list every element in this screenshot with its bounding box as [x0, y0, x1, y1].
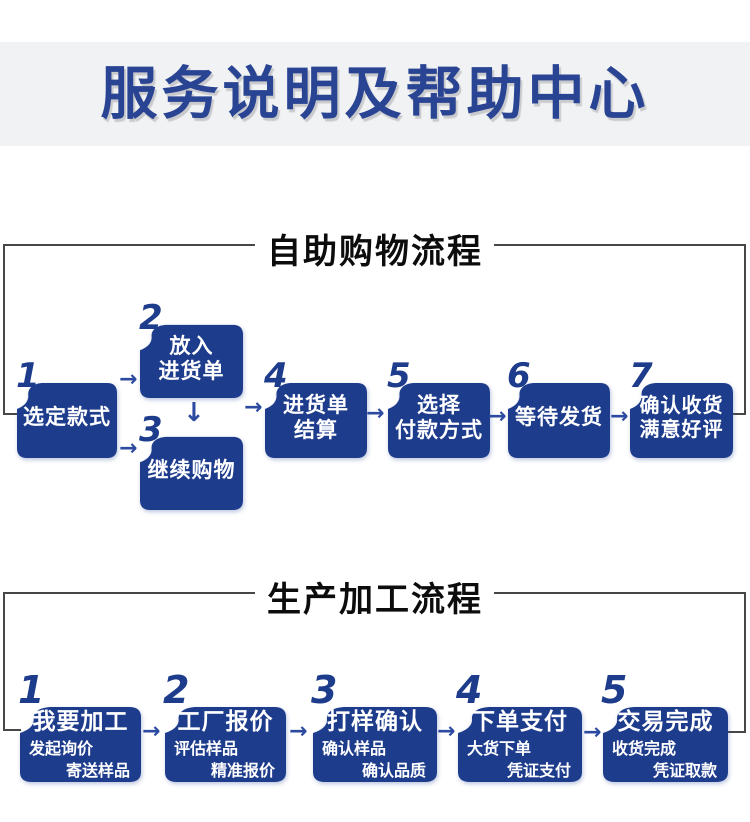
flow1-divider-line-left [3, 244, 255, 246]
step-subtext: 凭证支付 [506, 763, 571, 780]
flow2-section-title: 生产加工流程 [267, 581, 483, 619]
flow1-divider-line-right [494, 244, 746, 246]
flow2-bracket-connector-right [727, 731, 746, 733]
step-number: 4 [456, 668, 483, 712]
step-title: 交易完成 [617, 708, 714, 734]
folded-corner-box-shape [265, 383, 367, 458]
arrow-right-icon: → [244, 395, 263, 420]
step-label: 等待发货 [515, 406, 603, 430]
folded-corner-box-shape [140, 436, 243, 510]
step-number: 3 [139, 410, 163, 450]
folded-corner-box-shape [603, 707, 728, 782]
step-number: 2 [163, 668, 190, 712]
step-title: 下单支付 [472, 708, 568, 734]
step-subtext: 收货完成 [612, 741, 677, 758]
flow1-step-box-3: 3 继续购物 [139, 413, 243, 510]
flow1-step-box-6: 6 等待发货 [507, 359, 610, 458]
step-number: 2 [139, 298, 163, 338]
step-subtext: 评估样品 [174, 741, 239, 758]
page-title: 服务说明及帮助中心 [100, 62, 650, 126]
step-title: 打样确认 [327, 708, 423, 734]
step-label: 放入 [169, 334, 214, 358]
step-number: 4 [264, 356, 288, 396]
flow2-divider-line-right [494, 592, 746, 594]
arrow-right-icon: → [583, 720, 602, 745]
folded-corner-box-shape [508, 383, 610, 458]
arrow-down-icon: ↓ [183, 398, 205, 428]
arrow-right-icon: → [610, 404, 629, 429]
step-subtext: 发起询价 [29, 741, 94, 758]
step-number: 5 [601, 668, 628, 712]
folded-corner-box-shape [458, 707, 582, 782]
arrow-right-icon: → [366, 401, 385, 426]
flow2-step-box-1: 1 我要加工 发起询价 寄送样品 [18, 671, 141, 782]
flow2-bracket-connector-left [3, 729, 21, 731]
step-number: 5 [387, 356, 411, 396]
flow2-bracket-line-right [744, 592, 746, 733]
step-label: 继续购物 [147, 459, 236, 483]
folded-corner-box-shape [313, 707, 437, 782]
step-subtext: 确认品质 [361, 763, 426, 780]
flow1-step-box-5: 5 选择付款方式 [387, 359, 490, 458]
flow1-bracket-connector-right [731, 413, 746, 415]
step-subtext: 寄送样品 [65, 763, 130, 780]
step-label: 确认收货 [639, 395, 724, 417]
arrow-right-icon: → [437, 719, 456, 744]
flow1-step-box-1: 1 选定款式 [16, 359, 117, 458]
flow1-step-box-4: 4 进货单结算 [264, 359, 367, 458]
step-subtext: 确认样品 [322, 741, 387, 758]
arrow-right-icon: → [142, 719, 161, 744]
folded-corner-box-shape [17, 383, 117, 458]
folded-corner-box-shape [140, 324, 243, 398]
step-label: 选定款式 [23, 406, 111, 430]
flow2-bracket-line-left [3, 592, 5, 731]
arrow-right-icon: → [119, 367, 138, 392]
step-label: 结算 [294, 419, 338, 442]
step-title: 工厂报价 [177, 708, 274, 734]
step-subtext: 大货下单 [467, 741, 532, 758]
step-label: 进货单 [283, 393, 349, 417]
step-label: 满意好评 [639, 419, 724, 441]
flow2-step-box-5: 5 交易完成 收货完成 凭证取款 [601, 671, 728, 782]
step-title: 我要加工 [32, 708, 129, 734]
flow1-step-box-2: 2 放入进货单 [139, 301, 243, 398]
arrow-right-icon: → [119, 436, 138, 461]
flow2-divider-line-left [3, 592, 255, 594]
arrow-right-icon: → [488, 404, 507, 429]
flow2-step-box-2: 2 工厂报价 评估样品 精准报价 [163, 671, 286, 782]
flow1-bracket-line-left [3, 244, 5, 415]
step-number: 6 [507, 356, 531, 396]
flow1-step-box-7: 7 确认收货满意好评 [629, 359, 733, 458]
step-number: 7 [629, 356, 653, 396]
step-label: 付款方式 [395, 419, 483, 442]
step-label: 进货单 [158, 360, 225, 383]
step-number: 1 [18, 668, 45, 712]
step-label: 选择 [417, 393, 461, 417]
step-subtext: 精准报价 [210, 763, 275, 780]
flow1-bracket-line-right [744, 244, 746, 415]
flow1-section-title: 自助购物流程 [267, 233, 483, 271]
arrow-right-icon: → [289, 719, 308, 744]
folded-corner-box-shape [388, 383, 490, 458]
folded-corner-box-shape [165, 707, 286, 782]
folded-corner-box-shape [630, 383, 733, 458]
flow2-step-box-4: 4 下单支付 大货下单 凭证支付 [456, 671, 582, 782]
flow1-bracket-connector-left [3, 413, 19, 415]
step-number: 1 [16, 356, 40, 396]
step-number: 3 [311, 668, 338, 712]
step-subtext: 凭证取款 [652, 763, 717, 780]
flow2-step-box-3: 3 打样确认 确认样品 确认品质 [311, 671, 437, 782]
folded-corner-box-shape [20, 707, 141, 782]
page-banner: 服务说明及帮助中心 [0, 42, 750, 146]
